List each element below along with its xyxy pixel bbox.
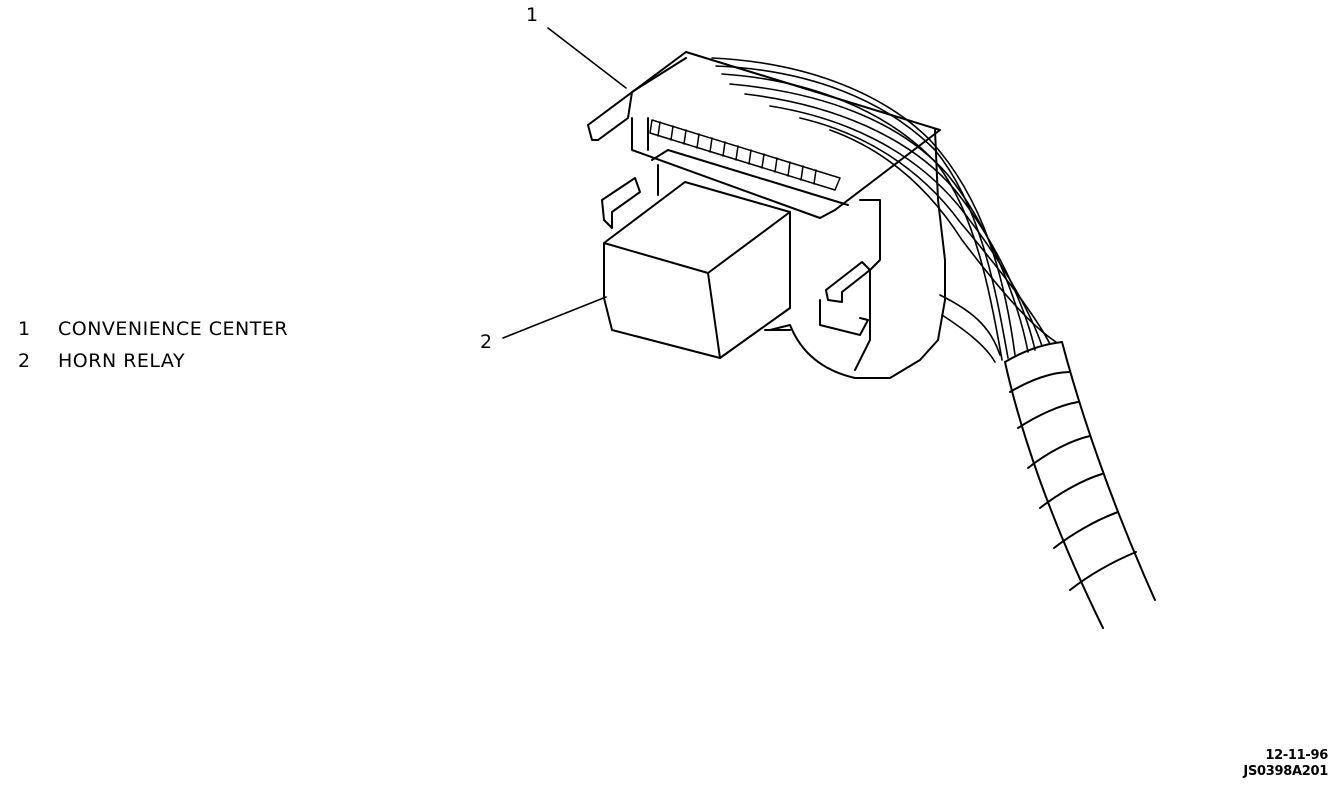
taped-harness xyxy=(1004,341,1156,629)
legend-item-horn-relay: 2 HORN RELAY xyxy=(18,350,185,372)
legend-item-number: 2 xyxy=(18,350,31,372)
convenience-center-housing xyxy=(587,51,946,379)
callout-2-label: 2 xyxy=(480,331,493,353)
callout-2-leader xyxy=(502,296,607,339)
figure-date: 12-11-96 xyxy=(1265,748,1328,763)
horn-relay xyxy=(603,181,791,359)
legend-item-number: 1 xyxy=(18,318,31,340)
legend-item-label: HORN RELAY xyxy=(58,350,186,372)
callout-1-label: 1 xyxy=(526,4,539,26)
wire-bundle xyxy=(711,57,1057,363)
figure-code: JS0398A201 xyxy=(1243,764,1328,779)
legend-item-label: CONVENIENCE CENTER xyxy=(58,318,289,340)
callout-1-leader xyxy=(547,27,627,89)
legend-item-convenience-center: 1 CONVENIENCE CENTER xyxy=(18,318,288,340)
fuse-row xyxy=(649,119,841,191)
